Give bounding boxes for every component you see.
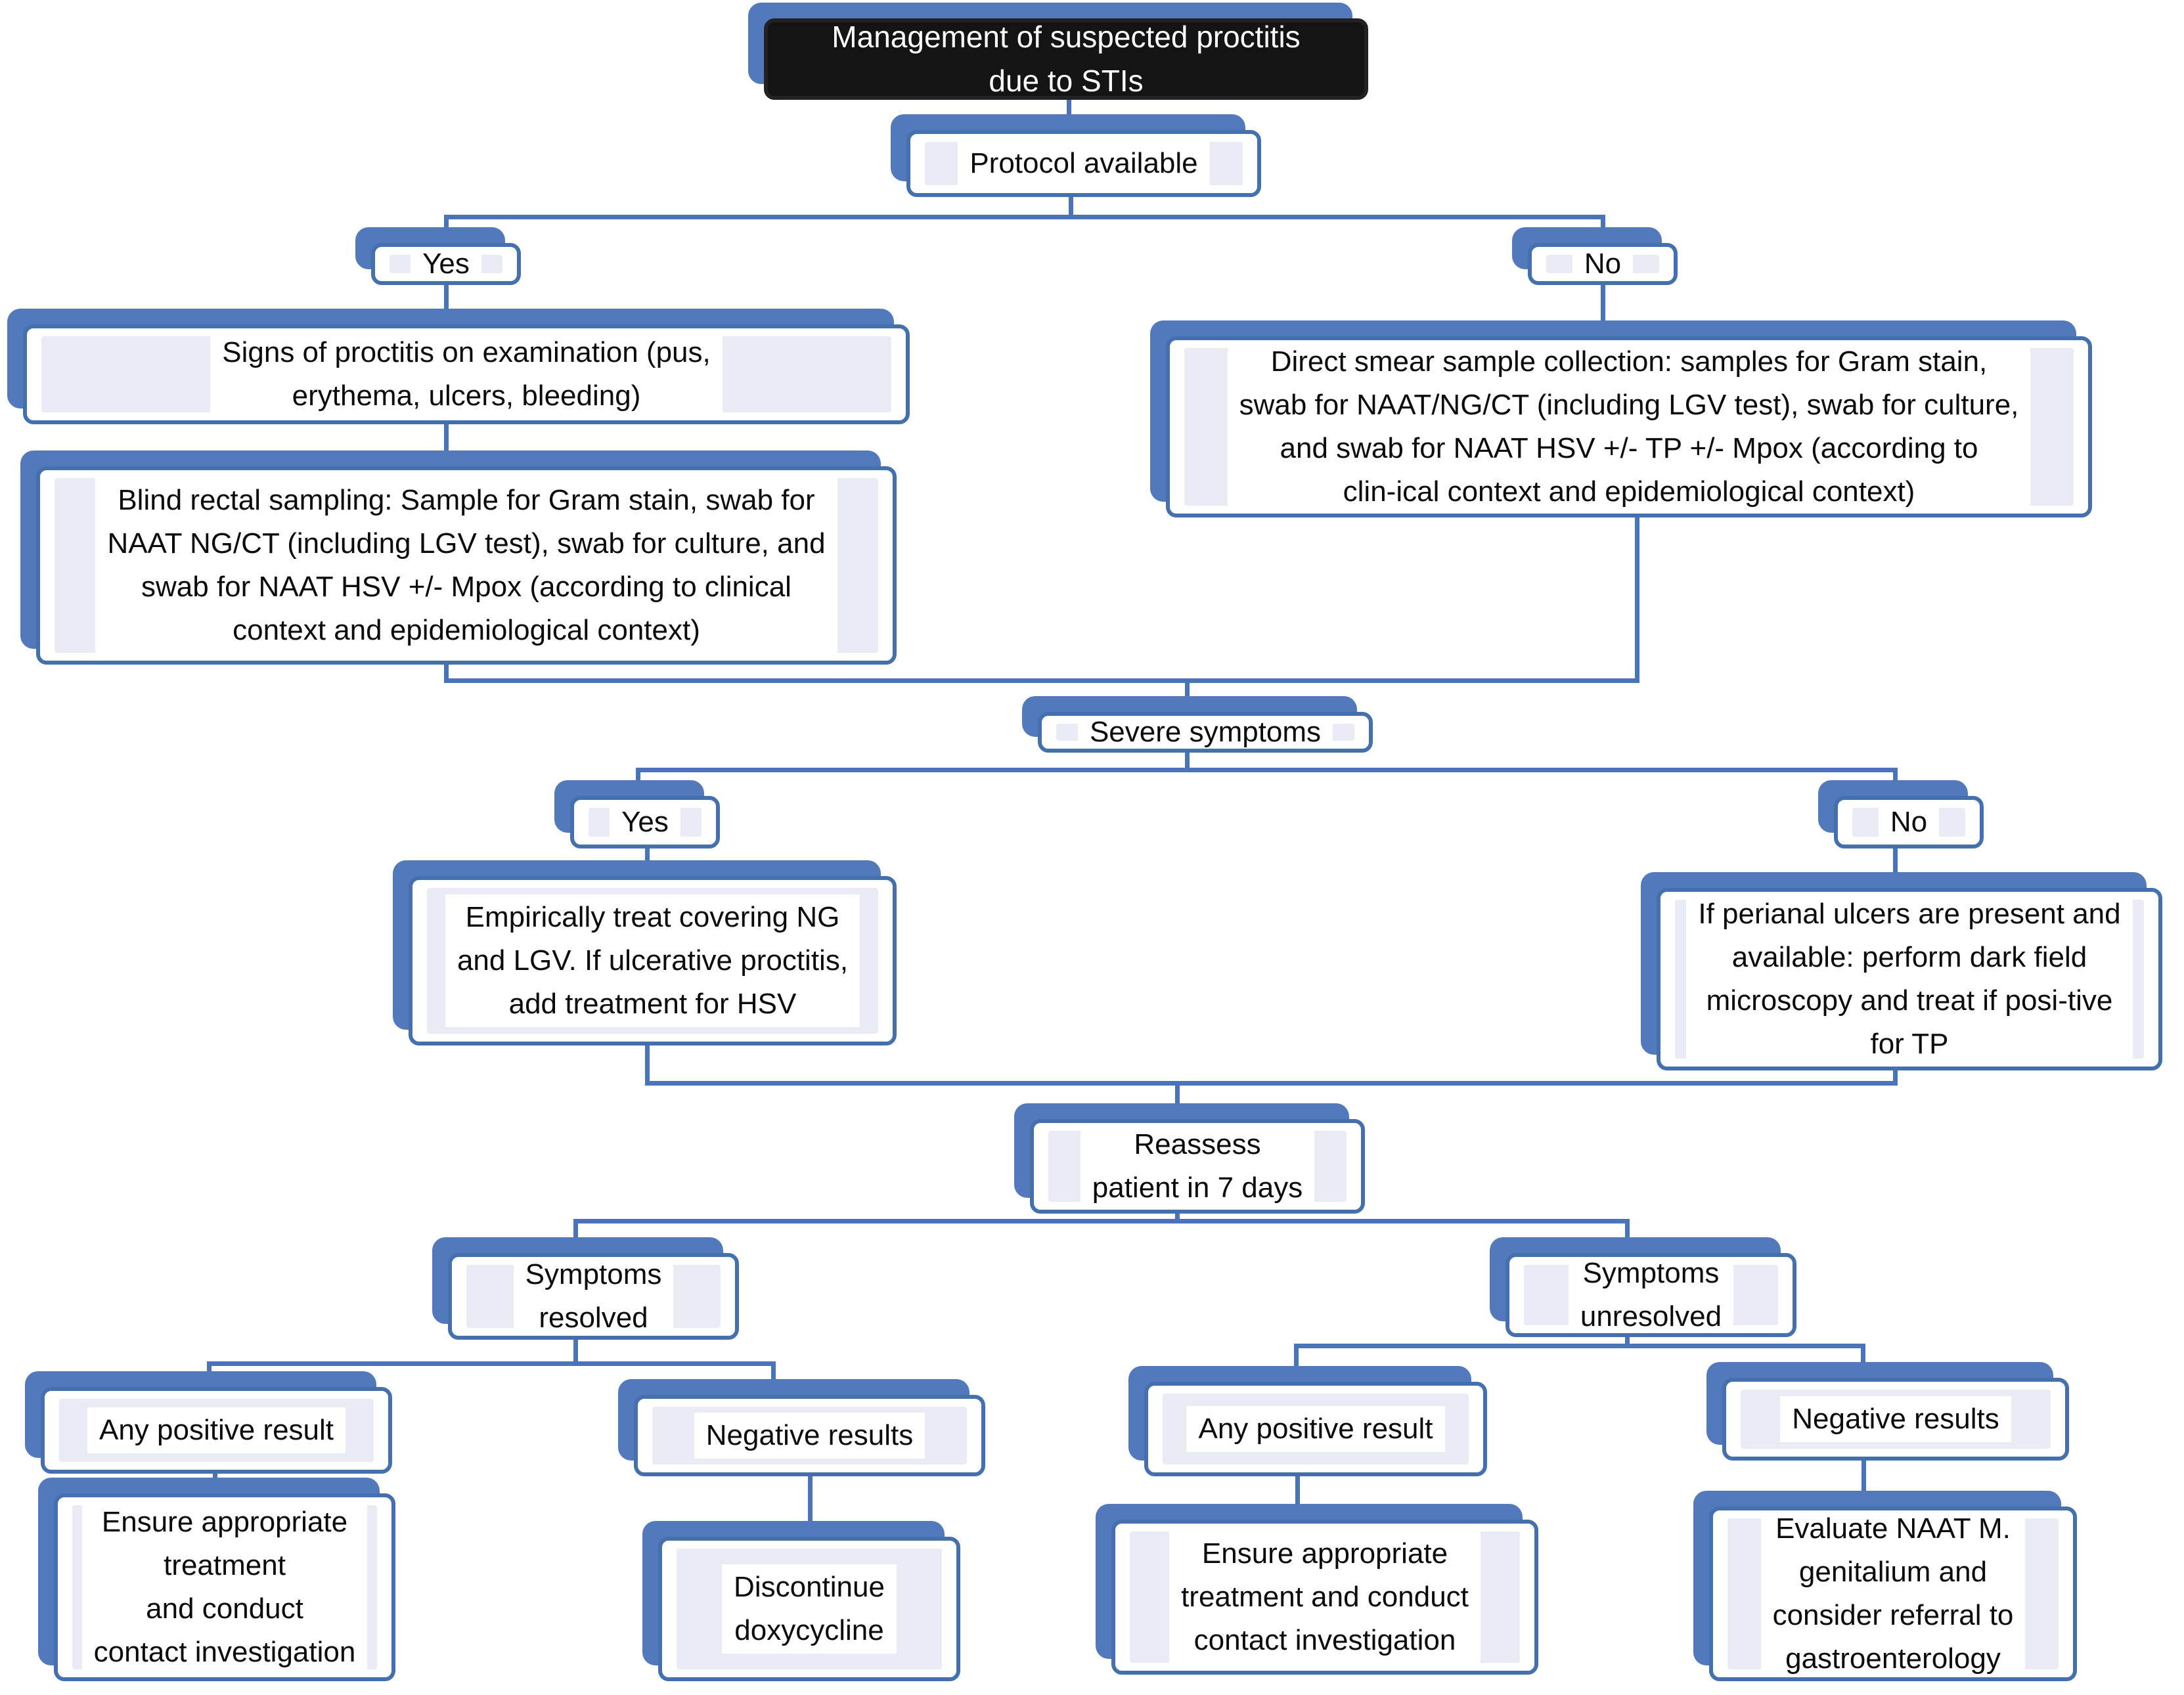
- node-negative-results-resolved: Negative results: [618, 1379, 985, 1476]
- connector: [573, 1219, 1630, 1223]
- connector: [1625, 1336, 1630, 1348]
- node-severe-label: Severe symptoms: [1077, 716, 1333, 749]
- connector: [1893, 846, 1898, 889]
- node-severe-symptoms: Severe symptoms: [1022, 696, 1373, 753]
- node-any-positive-result-unresolved: Any positive result: [1128, 1366, 1487, 1476]
- node-reassess-label: Reassess patient in 7 days: [1080, 1123, 1315, 1210]
- node-discontinue-label: Discontinue doxycycline: [722, 1564, 897, 1654]
- node-any-positive-result-resolved: Any positive result: [25, 1371, 392, 1474]
- connector: [645, 1081, 1898, 1086]
- node-unresolved-label: Symptoms unresolved: [1568, 1257, 1734, 1333]
- node-empirical-label: Empirically treat covering NG and LGV. I…: [445, 894, 860, 1027]
- node-title: Management of suspected proctitis due to…: [748, 3, 1368, 100]
- node-yes-protocol: Yes: [355, 227, 521, 285]
- node-perianal-ulcers: If perianal ulcers are present and avail…: [1641, 872, 2162, 1070]
- node-signs-label: Signs of proctitis on examination (pus, …: [210, 330, 723, 419]
- node-no-severe: No: [1818, 780, 1984, 848]
- connector: [636, 768, 1898, 772]
- node-blind-label: Blind rectal sampling: Sample for Gram s…: [95, 477, 837, 653]
- node-negative-results-unresolved: Negative results: [1706, 1362, 2069, 1461]
- connector: [1893, 1069, 1898, 1084]
- connector: [1635, 516, 1639, 680]
- node-protocol-label: Protocol available: [958, 141, 1210, 187]
- connector: [444, 663, 449, 683]
- connector: [1175, 1081, 1180, 1120]
- node-no-protocol: No: [1512, 227, 1678, 285]
- connector: [771, 1361, 776, 1396]
- node-blind-rectal-sampling: Blind rectal sampling: Sample for Gram s…: [20, 451, 897, 665]
- connector: [808, 1475, 813, 1537]
- node-yes2-label: Yes: [610, 800, 680, 845]
- connector: [1069, 196, 1073, 219]
- connector: [444, 424, 449, 468]
- node-no1-label: No: [1572, 247, 1634, 281]
- node-yes-severe: Yes: [554, 780, 720, 848]
- connector: [1861, 1459, 1866, 1507]
- node-anypos-unresolved-label: Any positive result: [1186, 1406, 1445, 1452]
- node-negative-resolved-label: Negative results: [694, 1413, 925, 1459]
- node-yes1-label: Yes: [411, 247, 481, 281]
- connector: [1601, 284, 1605, 338]
- node-ensure-treatment-resolved: Ensure appropriate treatment and conduct…: [38, 1478, 395, 1681]
- connector: [645, 1044, 650, 1085]
- node-protocol-available: Protocol available: [891, 114, 1261, 197]
- node-signs-of-proctitis: Signs of proctitis on examination (pus, …: [7, 309, 910, 424]
- connector: [1625, 1219, 1630, 1254]
- connector: [573, 1338, 578, 1366]
- connector: [444, 678, 1639, 683]
- node-evaluate-label: Evaluate NAAT M. genitalium and consider…: [1760, 1510, 2026, 1677]
- connector: [446, 215, 1605, 219]
- connector: [1294, 1344, 1299, 1384]
- node-direct-label: Direct smear sample collection: samples …: [1227, 340, 2031, 514]
- node-ensure-treatment-unresolved: Ensure appropriate treatment and conduct…: [1096, 1504, 1538, 1675]
- node-perianal-label: If perianal ulcers are present and avail…: [1686, 892, 2133, 1067]
- connector: [1294, 1344, 1865, 1348]
- node-resolved-label: Symptoms resolved: [513, 1257, 674, 1336]
- connector: [207, 1361, 776, 1366]
- node-evaluate-mgenitalium: Evaluate NAAT M. genitalium and consider…: [1693, 1491, 2077, 1681]
- connector: [573, 1219, 578, 1254]
- node-reassess-7-days: Reassess patient in 7 days: [1014, 1103, 1365, 1214]
- connector: [1067, 97, 1071, 118]
- node-empirical-treatment: Empirically treat covering NG and LGV. I…: [393, 860, 897, 1046]
- node-ensure-resolved-label: Ensure appropriate treatment and conduct…: [81, 1499, 368, 1675]
- node-symptoms-unresolved: Symptoms unresolved: [1490, 1237, 1796, 1337]
- node-negative-unresolved-label: Negative results: [1780, 1396, 2011, 1442]
- connector: [1175, 1212, 1180, 1223]
- node-no2-label: No: [1878, 800, 1940, 845]
- node-ensure-unresolved-label: Ensure appropriate treatment and conduct…: [1169, 1531, 1481, 1663]
- connector: [444, 284, 449, 327]
- node-symptoms-resolved: Symptoms resolved: [432, 1237, 739, 1340]
- node-title-label: Management of suspected proctitis due to…: [832, 20, 1301, 98]
- node-direct-smear-collection: Direct smear sample collection: samples …: [1150, 320, 2092, 517]
- connector: [1185, 751, 1190, 772]
- node-discontinue-doxycycline: Discontinue doxycycline: [642, 1521, 960, 1681]
- connector: [1295, 1475, 1300, 1520]
- node-anypos-resolved-label: Any positive result: [87, 1407, 346, 1453]
